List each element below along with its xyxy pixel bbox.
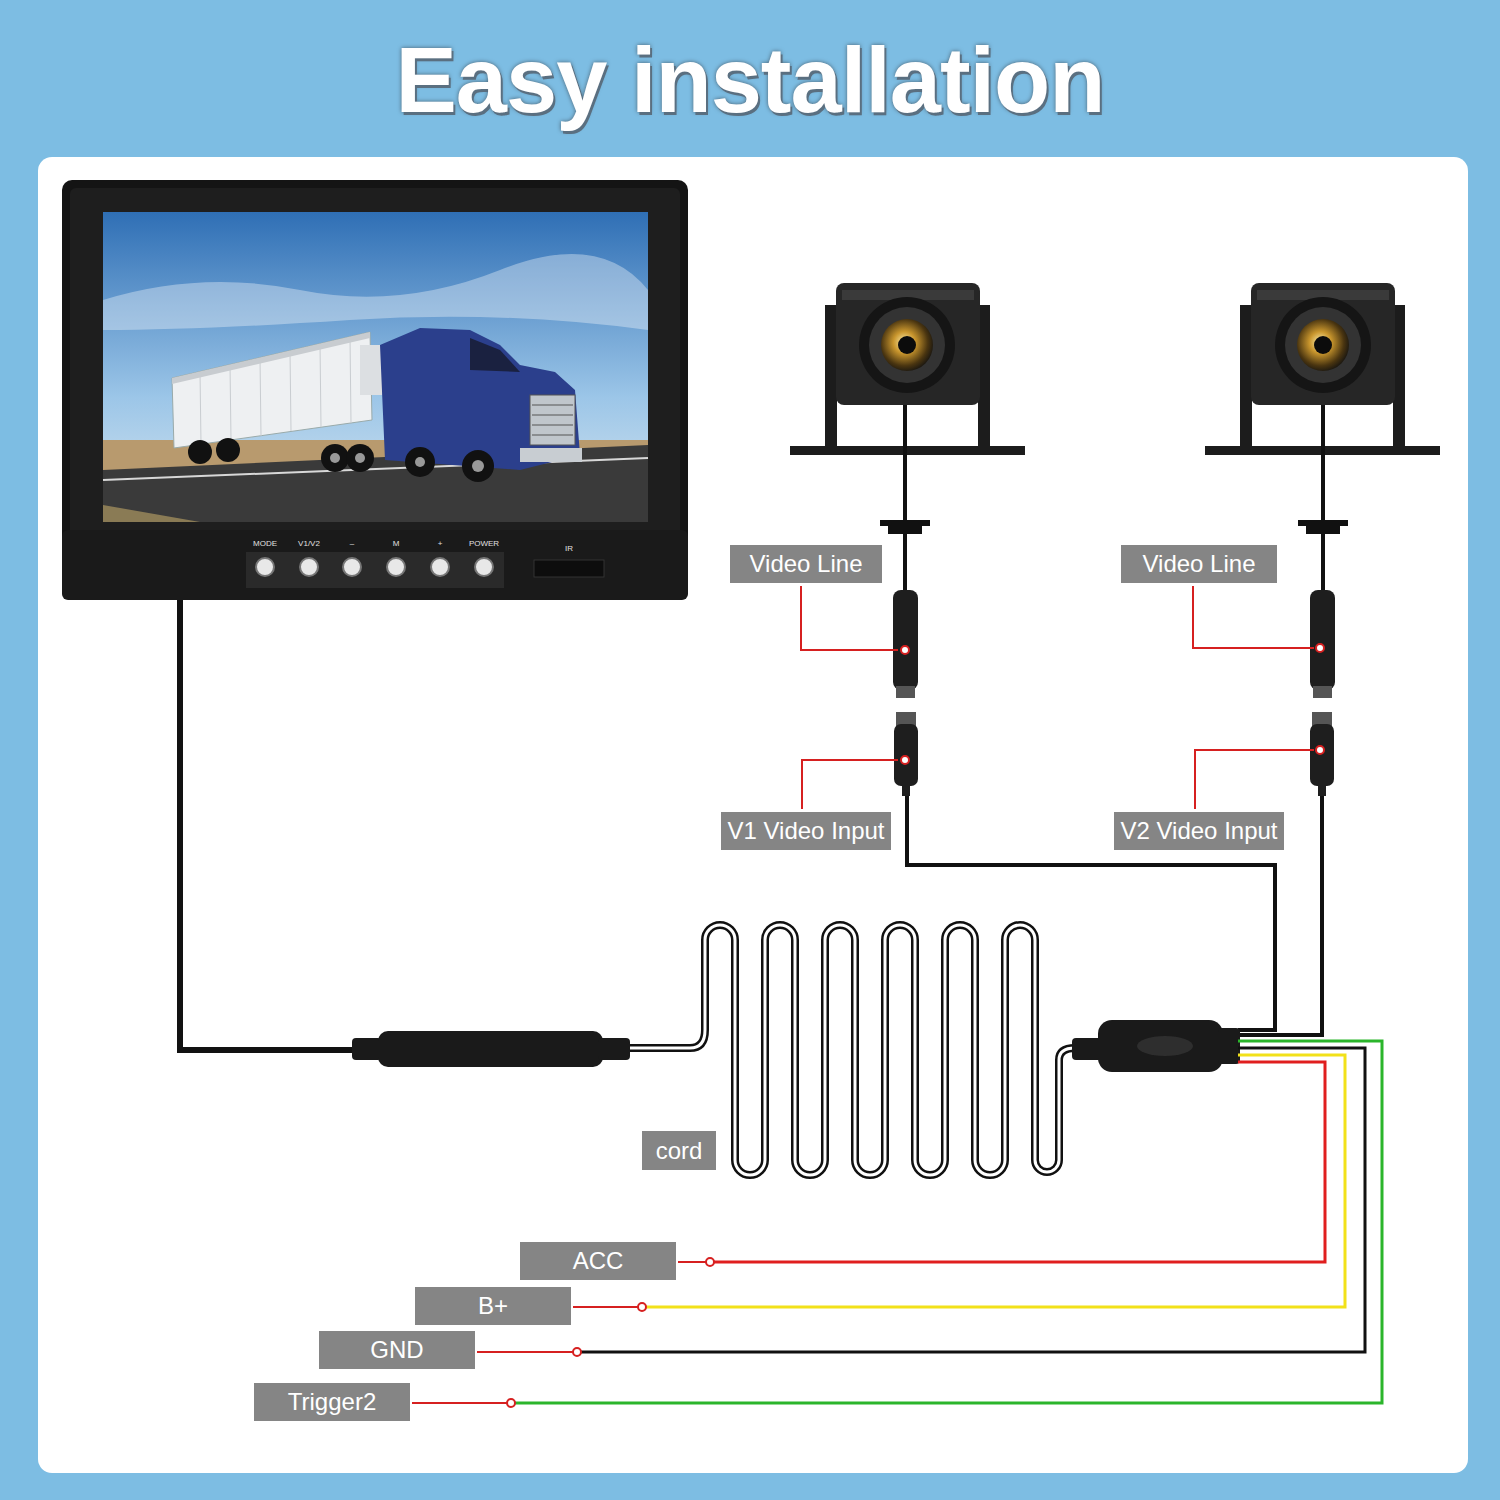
label-text: ACC: [573, 1247, 624, 1275]
button-label: +: [438, 539, 443, 549]
monitor-cable: [180, 600, 1075, 1175]
monitor: [62, 180, 688, 600]
button-label: M: [393, 539, 400, 549]
label-box: Video Line: [1121, 545, 1277, 583]
label-text: Trigger2: [288, 1388, 376, 1416]
label-text: V2 Video Input: [1120, 817, 1277, 845]
label-box: ACC: [520, 1242, 676, 1280]
grommet: [880, 520, 1348, 534]
label-text: B+: [478, 1292, 508, 1320]
button-label: POWER: [469, 539, 499, 549]
button-label: MODE: [253, 539, 277, 549]
camera: [790, 283, 1025, 455]
label-box: GND: [319, 1331, 475, 1369]
power-connector: [1072, 1020, 1240, 1072]
inline-connector: [352, 1031, 630, 1067]
label-text: V1 Video Input: [727, 817, 884, 845]
button-label: V1/V2: [298, 539, 320, 549]
label-text: cord: [656, 1137, 703, 1165]
aviation-connector: [893, 590, 1335, 796]
label-text: Video Line: [1143, 550, 1256, 578]
label-box: Video Line: [730, 545, 882, 583]
label-box: V1 Video Input: [721, 812, 890, 850]
power-wire: [515, 1041, 1382, 1403]
button-label: –: [350, 539, 354, 549]
label-text: GND: [370, 1336, 423, 1364]
leader-dot: [901, 644, 1324, 764]
leader-line: [801, 586, 1314, 809]
label-box: B+: [415, 1287, 571, 1325]
title: Easy installation: [0, 28, 1500, 133]
camera-cable: [905, 405, 1323, 1035]
leader-dot: [507, 1258, 714, 1407]
label-box: Trigger2: [254, 1383, 410, 1421]
label-box: V2 Video Input: [1114, 812, 1283, 850]
label-text: Video Line: [750, 550, 863, 578]
panel: [38, 157, 1468, 1473]
button-label: IR: [565, 544, 573, 554]
label-box: cord: [642, 1131, 716, 1170]
